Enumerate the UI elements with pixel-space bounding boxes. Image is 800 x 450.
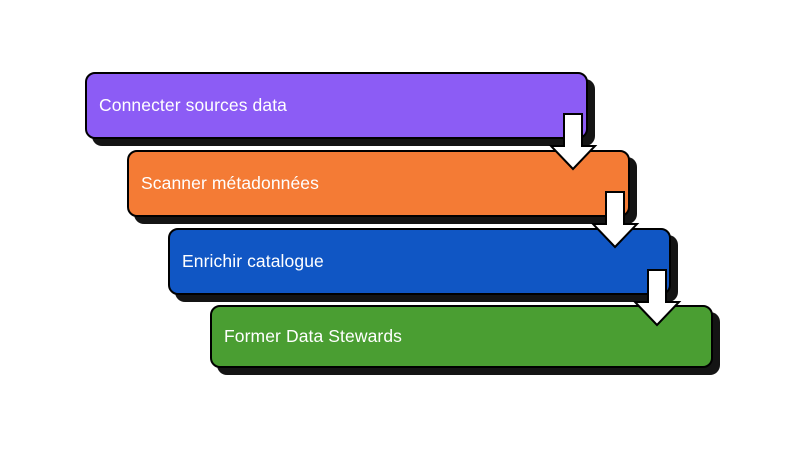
stage-box-connecter-sources-data[interactable]: Connecter sources data	[85, 72, 588, 139]
stage-label-scanner-metadonnees: Scanner métadonnées	[141, 172, 319, 193]
stage-label-connecter-sources-data: Connecter sources data	[99, 94, 288, 115]
stage-box-former-data-stewards[interactable]: Former Data Stewards	[210, 305, 713, 368]
stage-box-scanner-metadonnees[interactable]: Scanner métadonnées	[127, 150, 630, 217]
stage-label-former-data-stewards: Former Data Stewards	[224, 325, 403, 346]
stage-label-enrichir-catalogue: Enrichir catalogue	[182, 250, 324, 271]
stage-box-enrichir-catalogue[interactable]: Enrichir catalogue	[168, 228, 671, 295]
